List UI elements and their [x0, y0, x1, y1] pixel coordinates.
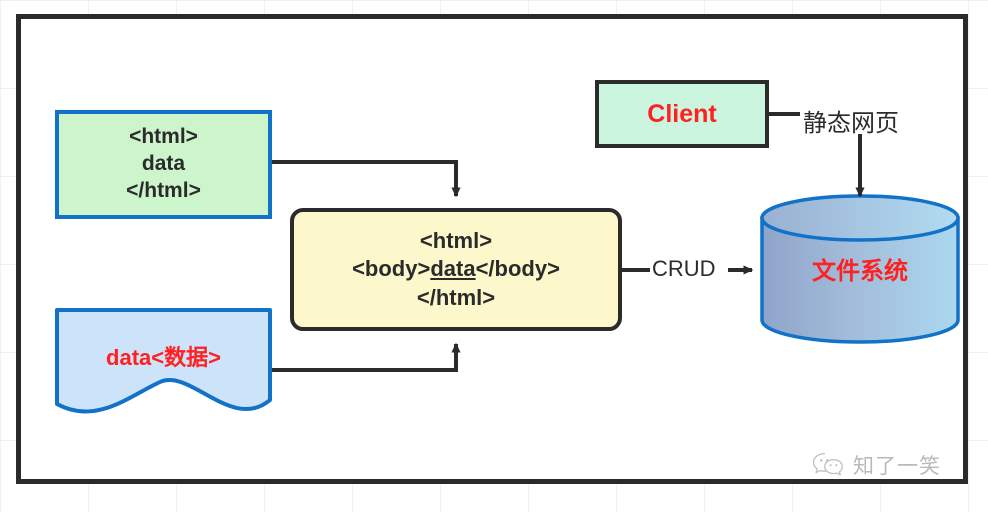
watermark-text: 知了一笑: [853, 455, 941, 478]
merged-html-box[interactable]: [290, 208, 622, 331]
client-box[interactable]: [595, 80, 769, 148]
html-data-source-box[interactable]: [55, 110, 272, 219]
watermark: 知了一笑: [812, 450, 941, 480]
wechat-icon: [812, 452, 843, 476]
